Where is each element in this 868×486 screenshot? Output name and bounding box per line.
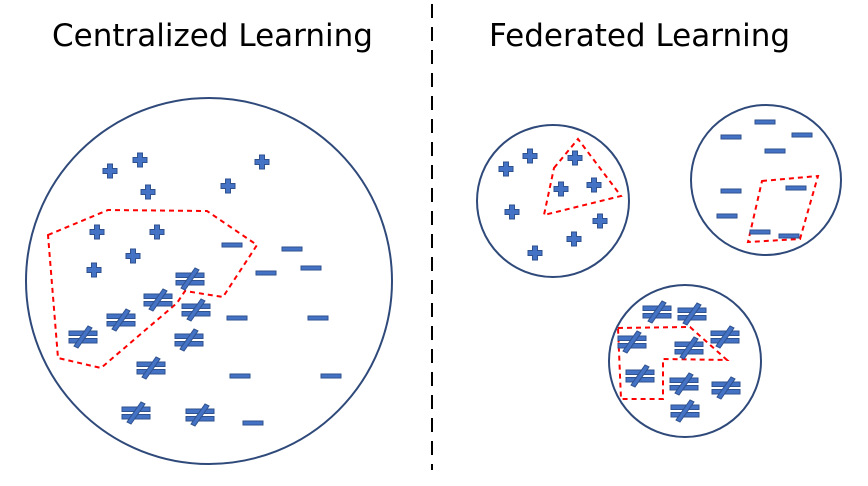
not-equal-icon <box>121 401 151 425</box>
not-equal-icon <box>669 372 699 396</box>
not-equal-icon <box>670 399 700 423</box>
not-equal-icon <box>617 330 647 354</box>
minus-icon <box>229 373 251 379</box>
plus-icon <box>586 177 602 193</box>
decision-boundary-centralized <box>46 208 259 370</box>
minus-icon <box>720 134 742 140</box>
plus-icon <box>102 163 118 179</box>
plus-icon <box>592 213 608 229</box>
not-equal-icon <box>677 302 707 326</box>
plus-icon <box>89 224 105 240</box>
plus-icon <box>498 161 514 177</box>
minus-icon <box>785 185 807 191</box>
minus-icon <box>226 315 248 321</box>
centralized-circle <box>25 97 393 465</box>
not-equal-icon <box>711 376 741 400</box>
minus-icon <box>255 270 277 276</box>
minus-icon <box>281 246 303 252</box>
federated-learning-title: Federated Learning <box>489 18 791 54</box>
minus-icon <box>221 242 243 248</box>
decision-boundary-client-3 <box>616 325 730 400</box>
decision-boundary-client-1 <box>542 137 623 217</box>
centralized-learning-title: Centralized Learning <box>52 18 373 54</box>
not-equal-icon <box>175 267 205 291</box>
sample-symbols <box>68 119 813 427</box>
not-equal-icon <box>710 325 740 349</box>
minus-icon <box>716 213 738 219</box>
not-equal-icon <box>674 336 704 360</box>
client-circle-2 <box>690 104 842 256</box>
not-equal-icon <box>642 300 672 324</box>
minus-icon <box>300 265 322 271</box>
plus-icon <box>567 150 583 166</box>
plus-icon <box>522 148 538 164</box>
minus-icon <box>242 420 264 426</box>
plus-icon <box>566 231 582 247</box>
decision-boundary-client-2 <box>746 174 820 244</box>
not-equal-icon <box>625 364 655 388</box>
minus-icon <box>754 119 776 125</box>
plus-icon <box>254 154 270 170</box>
plus-icon <box>504 204 520 220</box>
minus-icon <box>791 132 813 138</box>
plus-icon <box>132 152 148 168</box>
minus-icon <box>307 315 329 321</box>
not-equal-icon <box>181 298 211 322</box>
client-circle-3 <box>608 284 762 438</box>
not-equal-icon <box>143 288 173 312</box>
plus-icon <box>86 262 102 278</box>
not-equal-icon <box>106 308 136 332</box>
not-equal-icon <box>68 325 98 349</box>
minus-icon <box>764 148 786 154</box>
plus-icon <box>553 181 569 197</box>
not-equal-icon <box>174 328 204 352</box>
plus-icon <box>220 178 236 194</box>
plus-icon <box>125 248 141 264</box>
minus-icon <box>778 233 800 239</box>
plus-icon <box>140 184 156 200</box>
client-circle-1 <box>476 124 630 278</box>
minus-icon <box>720 188 742 194</box>
minus-icon <box>749 229 771 235</box>
plus-icon <box>149 224 165 240</box>
minus-icon <box>320 373 342 379</box>
plus-icon <box>527 245 543 261</box>
not-equal-icon <box>136 356 166 380</box>
not-equal-icon <box>185 403 215 427</box>
